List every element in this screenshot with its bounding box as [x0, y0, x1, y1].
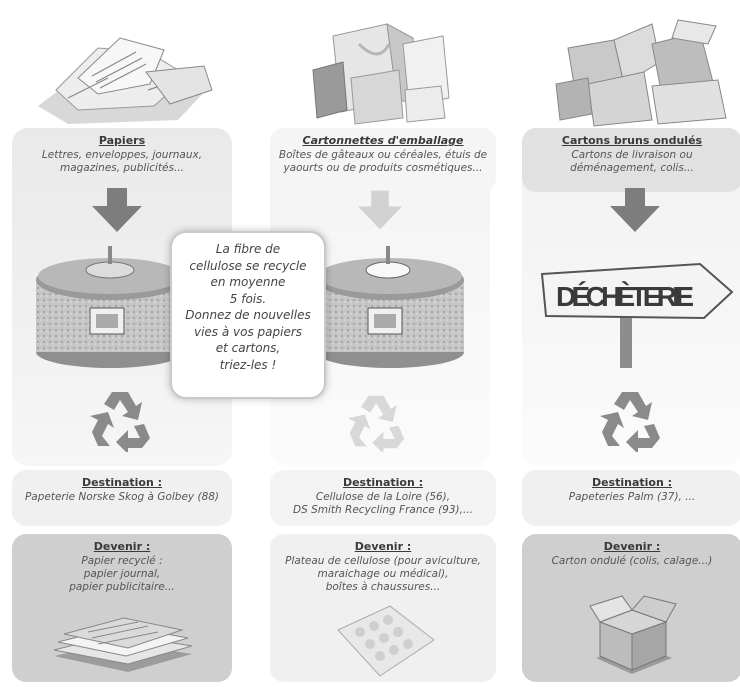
devenir-text: Carton ondulé (colis, calage...) [551, 555, 713, 567]
down-arrow-icon [610, 188, 660, 232]
dechetterie-sign-image: DÉCHÈTERIE [540, 262, 734, 368]
cardboard-box-image [312, 23, 450, 125]
devenir-title: Devenir : [93, 540, 151, 553]
message-line: cellulose se recycle [189, 258, 307, 273]
destination-text: Papeterie Norske Skog à Golbey (88) [24, 491, 220, 503]
devenir-text: Plateau de cellulose (pour aviculture, [285, 555, 481, 567]
devenir-text: boîtes à chaussures... [325, 581, 441, 593]
cartonnettes-description: Boîtes de gâteaux ou céréales, étuis de … [278, 149, 488, 174]
cartons-destination-box: Destination : Papeteries Palm (37), ... [522, 470, 740, 526]
papiers-title: Papiers [98, 134, 146, 147]
papiers-title-box: Papiers Lettres, enveloppes, journaux, m… [12, 128, 232, 192]
down-arrow-icon [92, 188, 142, 232]
destination-title: Destination : [342, 476, 424, 489]
recycle-icon [90, 392, 150, 452]
egg-tray-image [337, 605, 435, 677]
message-line: en moyenne [210, 275, 286, 289]
recycling-container-image [36, 246, 184, 368]
corrugated-box-image [589, 595, 677, 674]
destination-title: Destination : [591, 476, 673, 489]
brown-cartons-image [555, 19, 727, 127]
devenir-text: maraichage ou médical), [317, 568, 449, 580]
message-line: 5 fois. [229, 291, 267, 306]
message-line: et cartons, [215, 341, 281, 355]
fibre-message-box: La fibre de cellulose se recycle en moye… [170, 231, 326, 399]
devenir-text: papier publicitaire... [69, 581, 175, 593]
cartonnettes-title: Cartonnettes d'emballage [302, 134, 464, 147]
destination-text: Cellulose de la Loire (56), [315, 491, 451, 503]
destination-text: DS Smith Recycling France (93),... [293, 504, 473, 516]
destination-text: Papeteries Palm (37), ... [568, 491, 696, 503]
papiers-description: Lettres, enveloppes, journaux, magazines… [41, 149, 203, 174]
message-line: La fibre de [215, 242, 281, 256]
devenir-title: Devenir : [603, 540, 661, 553]
message-line: Donnez de nouvelles [185, 308, 311, 322]
paper-pile-image [38, 37, 213, 124]
cartons-description: Cartons de livraison ou déménagement, co… [570, 149, 694, 174]
cartons-title: Cartons bruns ondulés [561, 134, 703, 147]
devenir-title: Devenir : [354, 540, 412, 553]
cartons-title-box: Cartons bruns ondulés Cartons de livrais… [522, 128, 740, 192]
recycle-icon [347, 395, 405, 452]
sign-text: DÉCHÈTERIE [556, 281, 694, 312]
cartonnettes-destination-box: Destination : Cellulose de la Loire (56)… [270, 470, 496, 526]
message-line: vies à vos papiers [193, 324, 303, 339]
papiers-destination-box: Destination : Papeterie Norske Skog à Go… [12, 470, 232, 526]
cartonnettes-title-box: Cartonnettes d'emballage Boîtes de gâtea… [270, 128, 496, 192]
newspaper-stack-image [53, 617, 193, 672]
devenir-text: Papier recyclé : [81, 555, 163, 567]
recycling-container-image [316, 246, 464, 368]
devenir-text: papier journal, [83, 568, 161, 580]
down-arrow-icon [358, 190, 402, 230]
message-line: triez-les ! [219, 357, 277, 372]
destination-title: Destination : [81, 476, 163, 489]
recycle-icon [600, 392, 660, 452]
